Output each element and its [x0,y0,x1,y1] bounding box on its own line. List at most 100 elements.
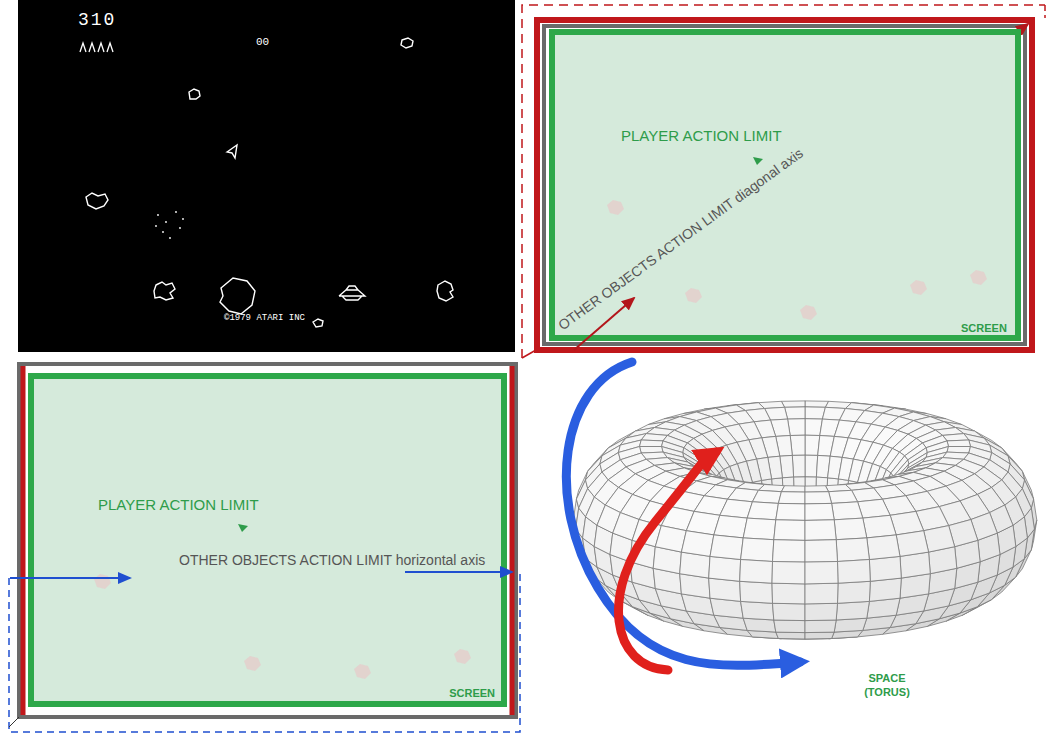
torus-facet [743,618,776,632]
torus-facet [709,578,741,601]
faint-asteroid [244,656,261,671]
life-ship [80,43,86,52]
node-art [555,35,1027,347]
torus-facet [869,556,901,581]
life-ship [107,43,113,52]
screen-region: PLAYER ACTION LIMITOTHER OBJECTS ACTION … [549,29,1021,341]
torus-facet [805,503,834,520]
torus-facet [741,538,774,562]
torus-facet [776,503,805,520]
torus-facet [774,520,805,541]
screen-region: PLAYER ACTION LIMIT OTHER OBJECTS ACTION … [28,373,507,707]
asteroid [86,193,108,209]
torus-facet [655,526,686,553]
faint-asteroid [354,664,371,679]
debris-dot [155,225,157,227]
torus-facet [805,455,818,477]
wrap-arrow [10,577,130,579]
torus-facet [790,435,805,455]
torus-facet [863,515,896,538]
torus-facet [805,520,836,541]
torus-facet [740,560,773,584]
asteroid [154,282,175,300]
torus-facet [805,401,829,407]
torus-facet [805,603,838,620]
torus-facet [772,583,805,604]
dashed-wrap-line [522,5,1045,358]
torus-facet [832,502,863,520]
torus-facet [805,620,836,633]
faint-asteroid [685,288,702,303]
asteroid [401,38,413,48]
torus-facet [805,632,834,639]
debris-dot [182,218,184,220]
torus-facet [720,499,753,518]
torus-facet [778,492,805,504]
debris-dot [162,231,164,233]
faint-asteroid [454,649,471,664]
corner-line [522,350,536,358]
player-ship [238,524,248,532]
debris-dot [169,237,171,239]
torus-facet [805,435,820,455]
objects-limit-label: OTHER OBJECTS ACTION LIMIT horizontal ax… [179,552,485,569]
torus-facet [781,486,805,492]
flying-saucer [339,286,365,300]
asteroid [220,278,255,314]
torus-surface [573,401,1037,639]
torus-facet [709,556,741,581]
torus-facet [805,562,838,584]
torus-facet [743,518,776,540]
torus-facet [805,486,829,492]
torus-facet [838,560,871,584]
corner-line [9,717,19,727]
torus-facet [752,490,781,503]
screen-border [19,364,516,717]
torus-facet [836,601,869,620]
torus-facet [640,440,664,447]
torus-facet [805,419,822,436]
torus-facet [681,531,713,557]
screen-label: SCREEN [449,687,495,700]
screen-border [544,26,1025,344]
player-ship [227,145,237,158]
torus-facet [741,601,774,620]
objects-limit-label: OTHER OBJECTS ACTION LIMIT diagonal axis [555,145,806,334]
faint-asteroid [910,280,927,295]
torus-facet [947,440,971,447]
faint-asteroid [94,574,111,589]
debris-dot [175,211,177,213]
torus-facet [834,518,867,540]
debris-dot [179,227,181,229]
life-ship [98,43,104,52]
torus-facet [829,490,858,503]
torus-facet [714,515,747,538]
torus-caption: SPACE (TORUS) [852,672,922,700]
wrap-arrow [574,298,634,350]
torus-facet [896,531,928,557]
torus-facet [792,455,805,477]
torus-facet [805,407,825,419]
copyright-text: ©1979 ATARI INC [224,313,305,324]
debris-dot [165,221,167,223]
torus-facet [924,526,955,553]
torus-facet [805,583,838,604]
torus-facet [858,499,891,518]
horizontal-wrap-arrow [566,362,800,665]
faint-asteroid [607,200,624,215]
torus-facet [781,401,805,407]
player-limit-label: PLAYER ACTION LIMIT [98,496,259,514]
torus-facet [805,540,838,562]
player-limit-label: PLAYER ACTION LIMIT [621,127,782,145]
faint-asteroid [970,270,987,285]
torus-facet [774,620,805,633]
debris-dot [157,214,159,216]
faint-asteroid [800,305,817,320]
score-text: 310 [78,10,116,32]
torus-facet [838,581,871,603]
torus-facet [805,492,832,504]
torus-facet [710,535,743,560]
life-ship [89,43,95,52]
torus-facet [776,632,805,639]
asteroid [189,89,200,99]
